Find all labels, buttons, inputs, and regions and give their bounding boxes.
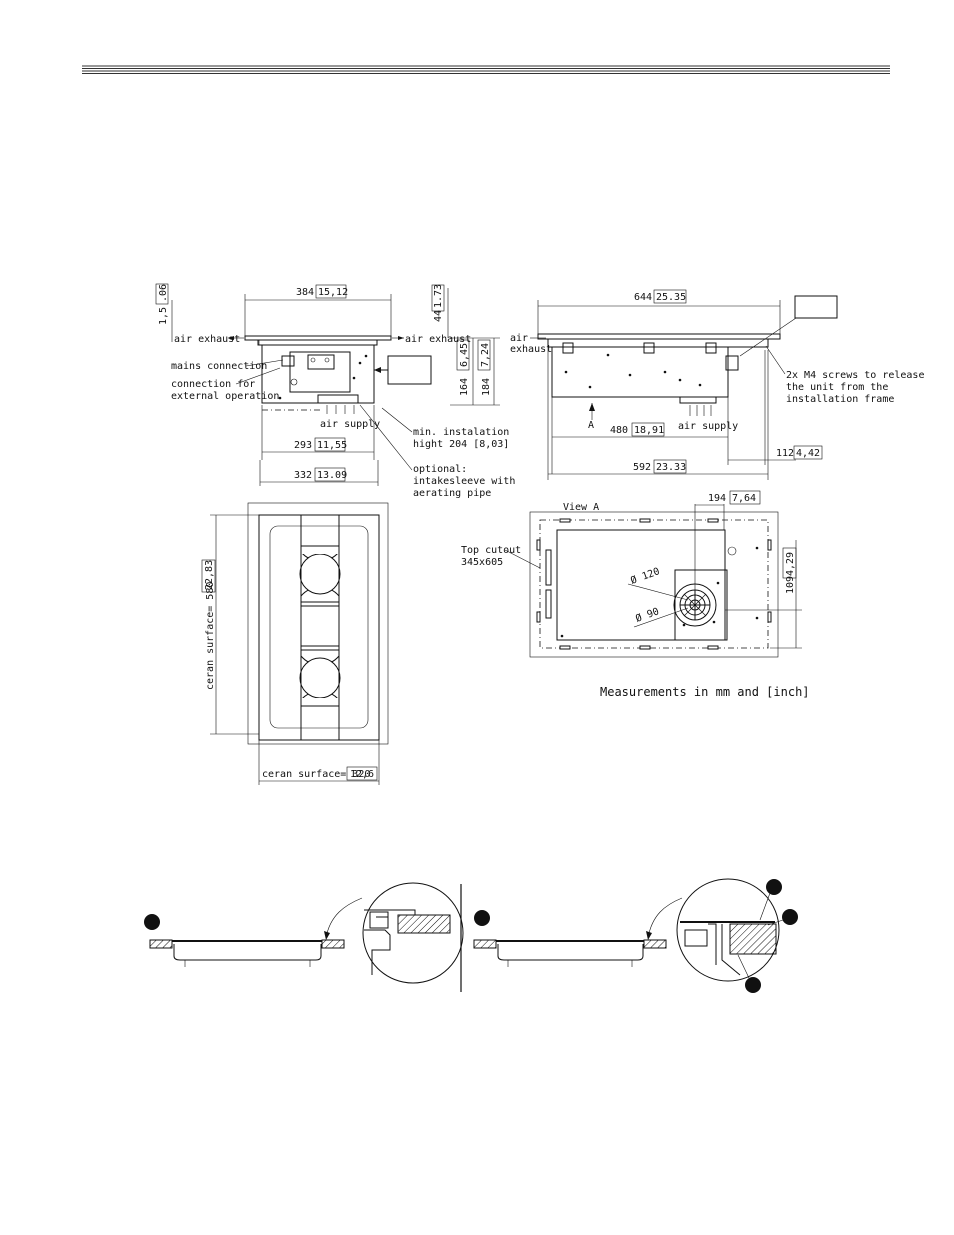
dim-293: 293 bbox=[294, 440, 312, 451]
dim-164: 164 bbox=[459, 378, 470, 396]
optional-label-3: aerating pipe bbox=[413, 488, 491, 499]
dim-480: 480 bbox=[610, 425, 628, 436]
dia-90-label: Ø 90 bbox=[634, 605, 661, 625]
side-view: 384 15,12 1,5 .06 44 1.73 bbox=[155, 283, 515, 499]
view-a-marker: A bbox=[588, 420, 594, 431]
dim-332: 332 bbox=[294, 470, 312, 481]
dim-592-in: 23.33 bbox=[656, 462, 686, 473]
dia-120-label: Ø 120 bbox=[629, 565, 661, 587]
optional-label-2: intakesleeve with bbox=[413, 476, 515, 487]
front-view: 644 25.35 air exhaust 2x M4 screws to re… bbox=[510, 289, 924, 480]
ceran-320-label: ceran surface= 320 bbox=[262, 769, 370, 780]
front-air-exhaust-2: exhaust bbox=[510, 344, 552, 355]
mains-connection-label: mains connection bbox=[171, 361, 267, 372]
dim-384-in: 15,12 bbox=[318, 287, 348, 298]
dim-194: 194 bbox=[708, 493, 726, 504]
view-a: View A 194 bbox=[461, 490, 810, 699]
air-exhaust-left-label: air exhaust bbox=[174, 334, 240, 345]
front-air-supply-label: air supply bbox=[678, 421, 738, 432]
dim-1-5: 1,5 bbox=[158, 307, 169, 325]
screws-note-2: the unit from the bbox=[786, 382, 888, 393]
dim-112: 112 bbox=[776, 448, 794, 459]
dim-332-in: 13.09 bbox=[317, 470, 347, 481]
screws-note-3: installation frame bbox=[786, 394, 894, 405]
ceran-580-in: 22,83 bbox=[204, 560, 215, 590]
top-view: ceran surface= 580 22,83 ceran surface= … bbox=[201, 502, 389, 785]
top-cutout-label-2: 345x605 bbox=[461, 557, 503, 568]
dim-112-in: 4,42 bbox=[796, 448, 820, 459]
dim-1-5-in: .06 bbox=[158, 284, 169, 302]
dim-164-in: 6,45 bbox=[459, 343, 470, 367]
dim-44: 44 bbox=[433, 310, 444, 322]
min-install-label-1: min. instalation bbox=[413, 427, 509, 438]
dim-644: 644 bbox=[634, 292, 652, 303]
external-operation-label-1: connection for bbox=[171, 379, 255, 390]
front-air-exhaust-1: air bbox=[510, 333, 528, 344]
external-operation-label-2: external operation bbox=[171, 391, 279, 402]
dim-184-in: 7,24 bbox=[480, 343, 491, 367]
mounting-detail-right bbox=[473, 878, 798, 993]
dim-384: 384 bbox=[296, 287, 314, 298]
header-rule bbox=[82, 65, 890, 74]
dim-644-in: 25.35 bbox=[656, 292, 686, 303]
measurements-note: Measurements in mm and [inch] bbox=[600, 685, 810, 699]
dim-44-in: 1.73 bbox=[433, 284, 444, 308]
dim-293-in: 11,55 bbox=[317, 440, 347, 451]
dim-184: 184 bbox=[481, 378, 492, 396]
dim-109: 109 bbox=[785, 576, 796, 594]
dim-592: 592 bbox=[633, 462, 651, 473]
air-exhaust-right-label: air exhaust bbox=[405, 334, 471, 345]
mounting-detail-left bbox=[144, 882, 464, 984]
screws-note-1: 2x M4 screws to release bbox=[786, 370, 924, 381]
view-a-title: View A bbox=[563, 502, 599, 513]
dim-194-in: 7,64 bbox=[732, 493, 756, 504]
top-cutout-label-1: Top cutout bbox=[461, 545, 521, 556]
dim-480-in: 18,91 bbox=[634, 425, 664, 436]
optional-label-1: optional: bbox=[413, 464, 467, 475]
min-install-label-2: hight 204 [8,03] bbox=[413, 439, 509, 450]
dim-109-in: 4,29 bbox=[785, 552, 796, 576]
ceran-320-in: 12,6 bbox=[350, 769, 374, 780]
ceran-580-label: ceran surface= 580 bbox=[205, 582, 216, 690]
air-supply-side-label: air supply bbox=[320, 419, 380, 430]
